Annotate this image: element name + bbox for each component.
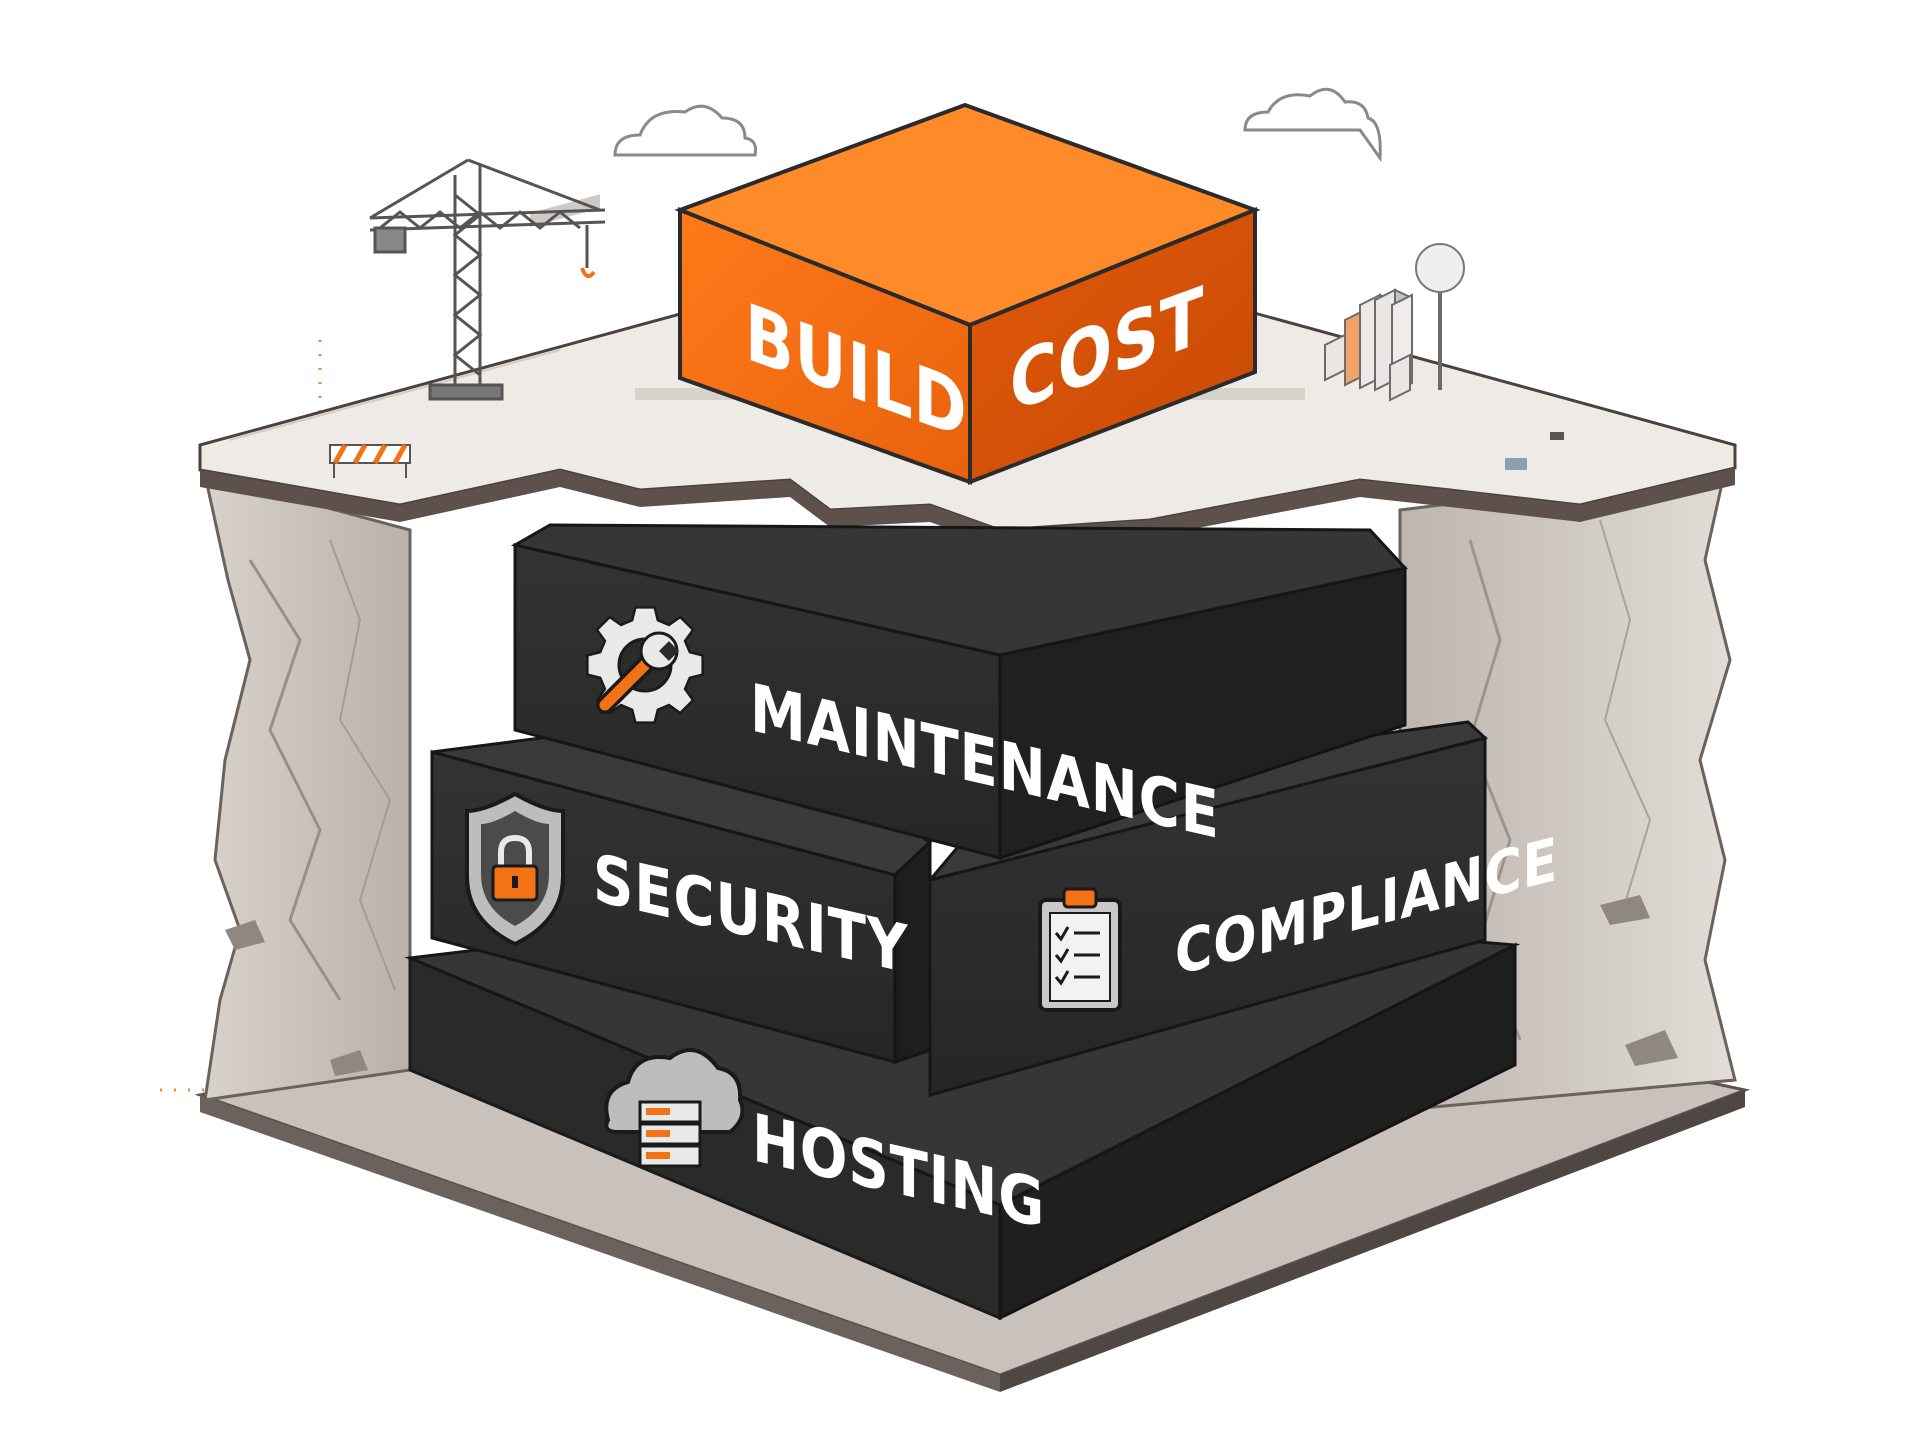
crane-icon [369,158,606,401]
bar-chart-sculpture-icon [1324,288,1413,402]
clipboard-checklist-icon [1038,887,1122,1012]
cloud-server-icon [604,1048,745,1168]
gear-wrench-icon [586,606,704,724]
maintenance-layer [510,523,1408,861]
lamp-post-icon [1415,243,1465,390]
rock-wall-left [203,472,412,1102]
build-cost-block: BUILD COST [635,102,1305,485]
shield-lock-icon [465,791,565,947]
cloud-left-icon [613,104,757,157]
cloud-right-icon [1243,87,1382,163]
road-barrier-icon [329,443,411,478]
